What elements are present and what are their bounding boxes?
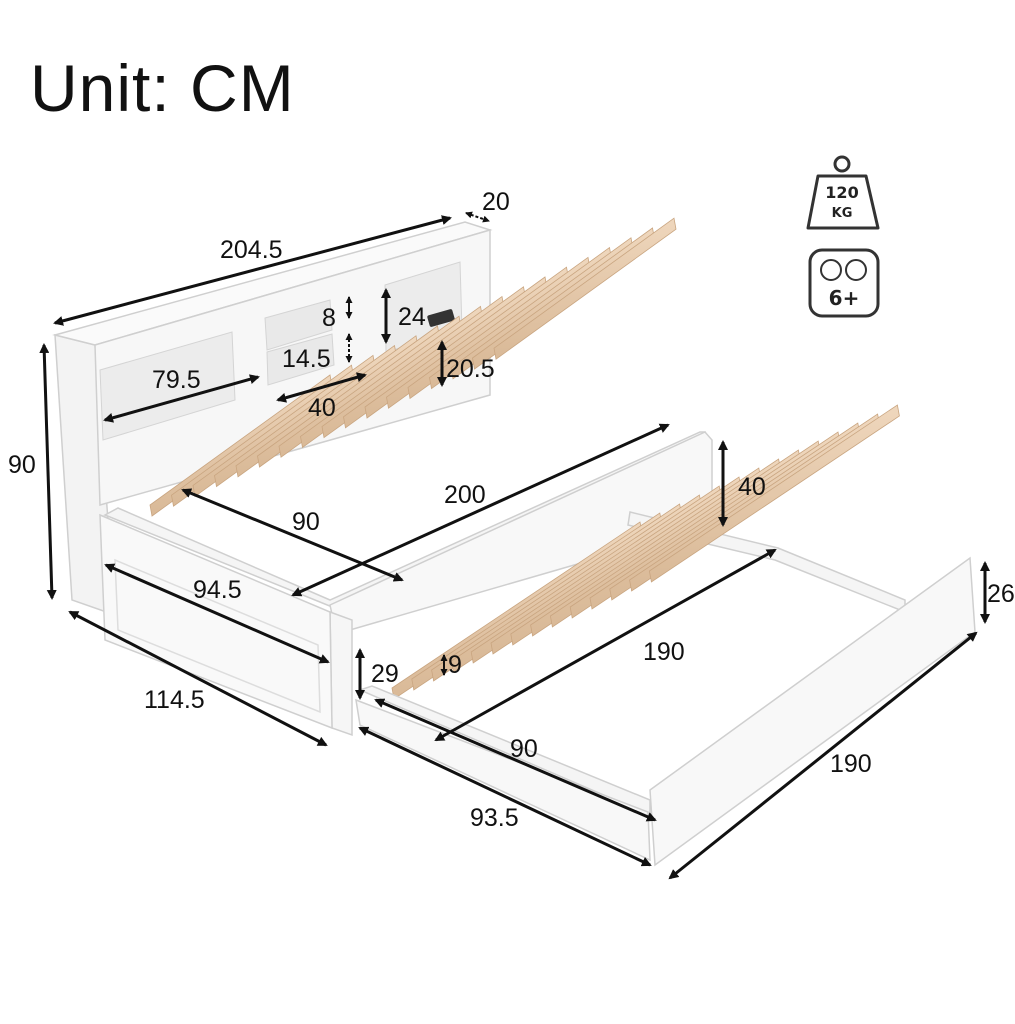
dimension-lines — [39, 211, 990, 880]
dimension-labels: 204.5 20 8 24 14.5 20.5 79.5 40 90 200 9… — [8, 188, 1015, 832]
label-headboard-depth: 20 — [482, 188, 510, 216]
label-frame-height: 40 — [738, 473, 766, 501]
label-shelf-top-offset: 20.5 — [446, 355, 495, 383]
label-shelf-small: 8 — [322, 304, 336, 332]
label-shelf-mid: 14.5 — [282, 345, 331, 373]
label-trundle-inner-width: 90 — [510, 735, 538, 763]
dim-line-frame-depth — [68, 610, 328, 747]
dim-line-headboard-depth — [465, 211, 490, 223]
dim-line-shelf-mid-width — [276, 372, 367, 403]
label-total-height: 90 — [8, 451, 36, 479]
weight-capacity-icon: 120 KG — [806, 155, 880, 230]
label-headboard-length: 204.5 — [220, 236, 283, 264]
weight-value-text: 120 — [825, 183, 858, 202]
age-recommendation-icon: 6+ — [808, 248, 880, 318]
child-face-icon — [845, 259, 867, 281]
trundle-left-side — [355, 698, 651, 862]
trundle-end-board — [649, 556, 976, 867]
headboard-shelf-mid — [266, 333, 335, 386]
label-shelf-large: 24 — [398, 303, 426, 331]
dim-line-shelf-left-width — [103, 374, 260, 423]
bed-frame-foot-leg — [329, 610, 353, 737]
age-label-text: 6+ — [829, 286, 860, 310]
child-face-icon — [820, 259, 842, 281]
dim-line-trundle-outer-width — [358, 726, 652, 867]
label-trundle-outer-width: 93.5 — [470, 804, 519, 832]
label-trundle-side-height: 29 — [371, 660, 399, 688]
label-trundle-end-height: 26 — [987, 580, 1015, 608]
label-frame-inner-width: 90 — [292, 508, 320, 536]
slat — [493, 217, 677, 360]
label-trundle-length: 190 — [643, 638, 685, 666]
label-trundle-outer-length: 190 — [830, 750, 872, 778]
label-frame-outer-width: 94.5 — [193, 576, 242, 604]
label-frame-depth: 114.5 — [144, 686, 205, 714]
weight-unit-text: KG — [832, 206, 853, 221]
label-frame-length: 200 — [444, 481, 486, 509]
label-shelf-mid-width: 40 — [308, 394, 336, 422]
dim-line-total-height — [39, 343, 57, 600]
dim-line-frame-inner-width — [181, 488, 404, 582]
unit-title: Unit: CM — [30, 51, 295, 125]
bed-base-side — [99, 513, 333, 730]
label-trundle-slat-height: 9 — [448, 651, 462, 679]
label-shelf-left-width: 79.5 — [152, 366, 201, 394]
dim-line-headboard-length — [53, 215, 452, 326]
dim-line-trundle-outer-length — [668, 631, 978, 880]
